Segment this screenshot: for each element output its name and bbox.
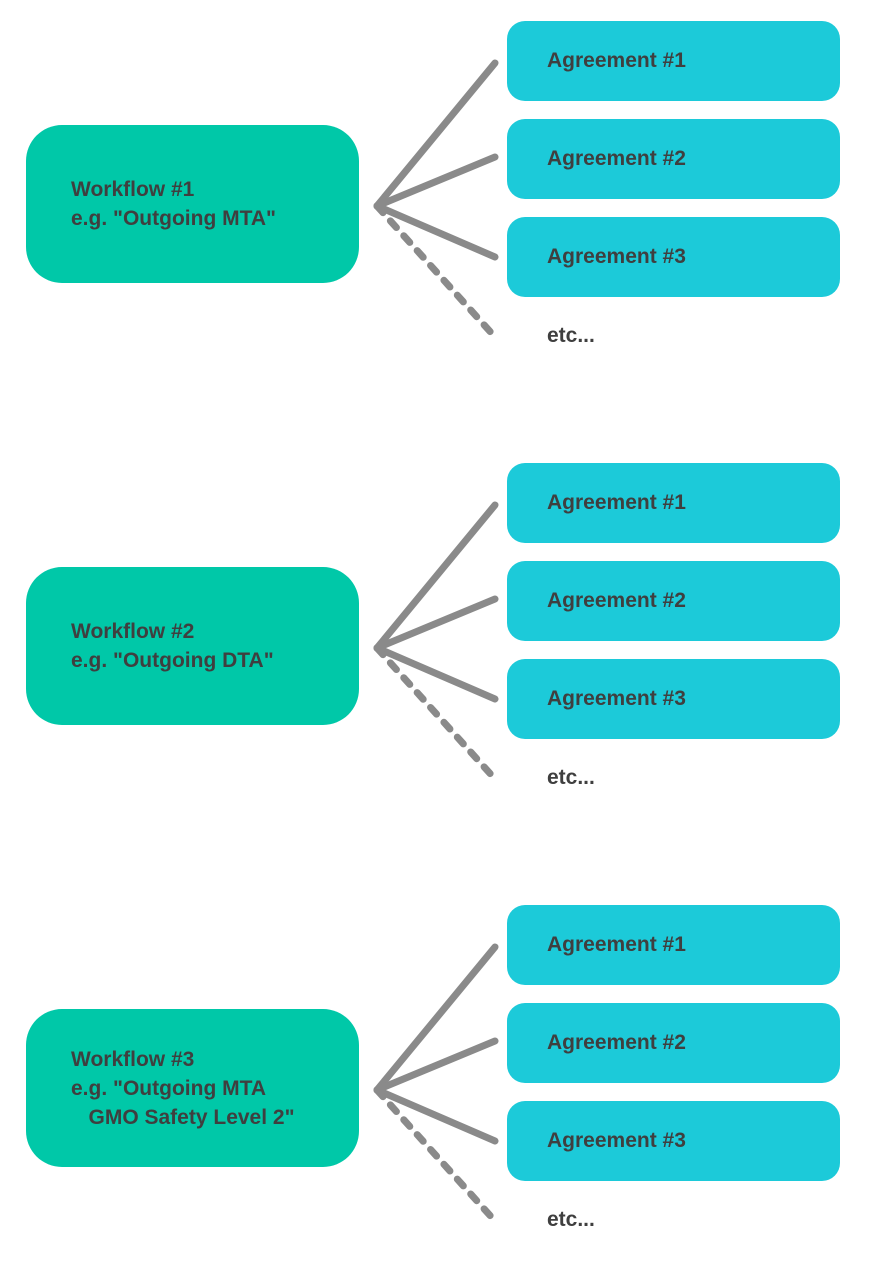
agreement-box-2: Agreement #2 [507, 119, 840, 199]
connector-agreement-3 [373, 1086, 499, 1145]
agreement-box-3: Agreement #3 [507, 659, 840, 739]
connector-etc-dashed [373, 1086, 499, 1225]
connector-agreement-1 [373, 501, 499, 652]
workflow-example: e.g. "Outgoing MTA" [71, 207, 276, 230]
workflow-box: Workflow #1 e.g. "Outgoing MTA" [26, 125, 359, 283]
connector-etc-dashed [373, 644, 499, 783]
workflow-title: Workflow #1 [71, 178, 195, 201]
etc-label: etc... [547, 1208, 595, 1231]
connector-agreement-2 [373, 1037, 499, 1094]
agreement-box-1: Agreement #1 [507, 463, 840, 543]
agreement-box-2: Agreement #2 [507, 1003, 840, 1083]
connector-agreement-1 [373, 59, 499, 210]
workflow-title: Workflow #3 [71, 1047, 195, 1071]
agreement-box-1: Agreement #1 [507, 905, 840, 985]
workflow-box: Workflow #2 e.g. "Outgoing DTA" [26, 567, 359, 725]
workflow-example: e.g. "Outgoing MTA [71, 1076, 267, 1100]
etc-label: etc... [547, 324, 595, 347]
etc-label: etc... [547, 766, 595, 789]
agreement-box-2: Agreement #2 [507, 561, 840, 641]
workflow-group-2: Workflow #2 e.g. "Outgoing DTA" Agreemen… [0, 463, 882, 823]
connector-lines [373, 943, 499, 1225]
connector-agreement-2 [373, 595, 499, 652]
agreement-box-3: Agreement #3 [507, 1101, 840, 1181]
connector-lines [373, 59, 499, 341]
workflow-group-3: Workflow #3 e.g. "Outgoing MTA GMO Safet… [0, 905, 882, 1265]
connector-agreement-3 [373, 644, 499, 703]
connector-lines [373, 501, 499, 783]
workflow-example: e.g. "Outgoing DTA" [71, 649, 274, 672]
workflow-example-cont: GMO Safety Level 2" [71, 1105, 295, 1129]
workflow-box: Workflow #3 e.g. "Outgoing MTA GMO Safet… [26, 1009, 359, 1167]
connector-agreement-2 [373, 153, 499, 210]
connector-agreement-3 [373, 202, 499, 261]
agreement-box-1: Agreement #1 [507, 21, 840, 101]
connector-etc-dashed [373, 202, 499, 341]
agreement-box-3: Agreement #3 [507, 217, 840, 297]
workflow-title: Workflow #2 [71, 620, 195, 643]
workflow-group-1: Workflow #1 e.g. "Outgoing MTA" Agreemen… [0, 21, 882, 381]
connector-agreement-1 [373, 943, 499, 1094]
